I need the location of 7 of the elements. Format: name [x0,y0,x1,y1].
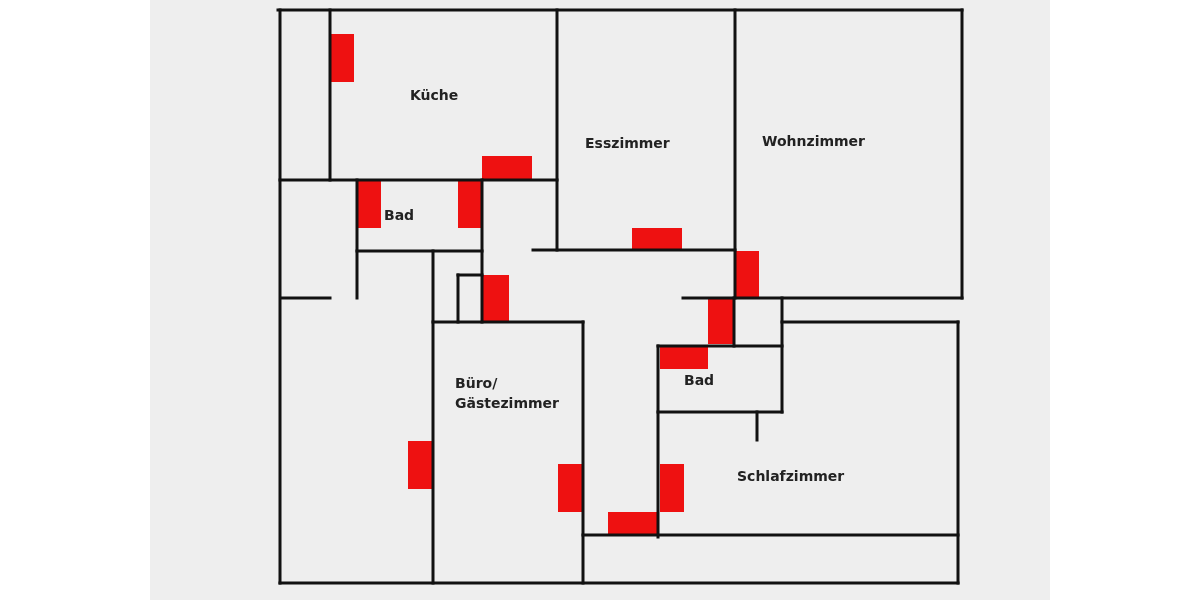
room-label: Büro/ Gästezimmer [455,374,560,413]
room-label: Küche [410,86,459,105]
room-label: Schlafzimmer [737,467,845,486]
room-label: Bad [684,371,715,390]
room-label: Bad [384,206,415,225]
room-label: Wohnzimmer [762,132,866,151]
room-label: Esszimmer [585,134,670,153]
